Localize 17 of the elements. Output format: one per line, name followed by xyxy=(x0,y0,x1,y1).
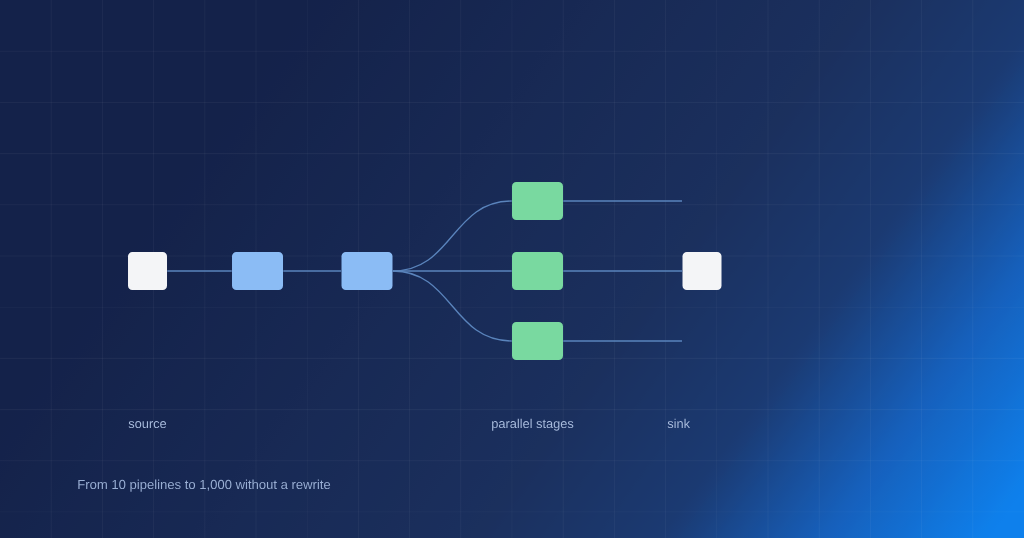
connector-line xyxy=(392,270,513,342)
stage-label: source xyxy=(128,421,167,429)
connector-line xyxy=(562,270,683,272)
parallel-stage-box xyxy=(512,322,563,360)
connector-line xyxy=(392,270,513,272)
stage-box xyxy=(232,252,283,290)
stage-label: parallel stages xyxy=(492,418,574,431)
caption: From 10 pipelines to 1,000 without a rewrite xyxy=(78,479,331,492)
stage-label: sink xyxy=(667,418,691,429)
source-box xyxy=(128,252,167,290)
connector-line xyxy=(282,270,342,272)
stage-box xyxy=(341,252,393,290)
parallel-stage-box xyxy=(512,252,563,290)
connector-line xyxy=(562,340,683,342)
connector-line xyxy=(166,270,233,272)
connector-line xyxy=(562,200,683,202)
parallel-stage-box xyxy=(512,182,563,220)
